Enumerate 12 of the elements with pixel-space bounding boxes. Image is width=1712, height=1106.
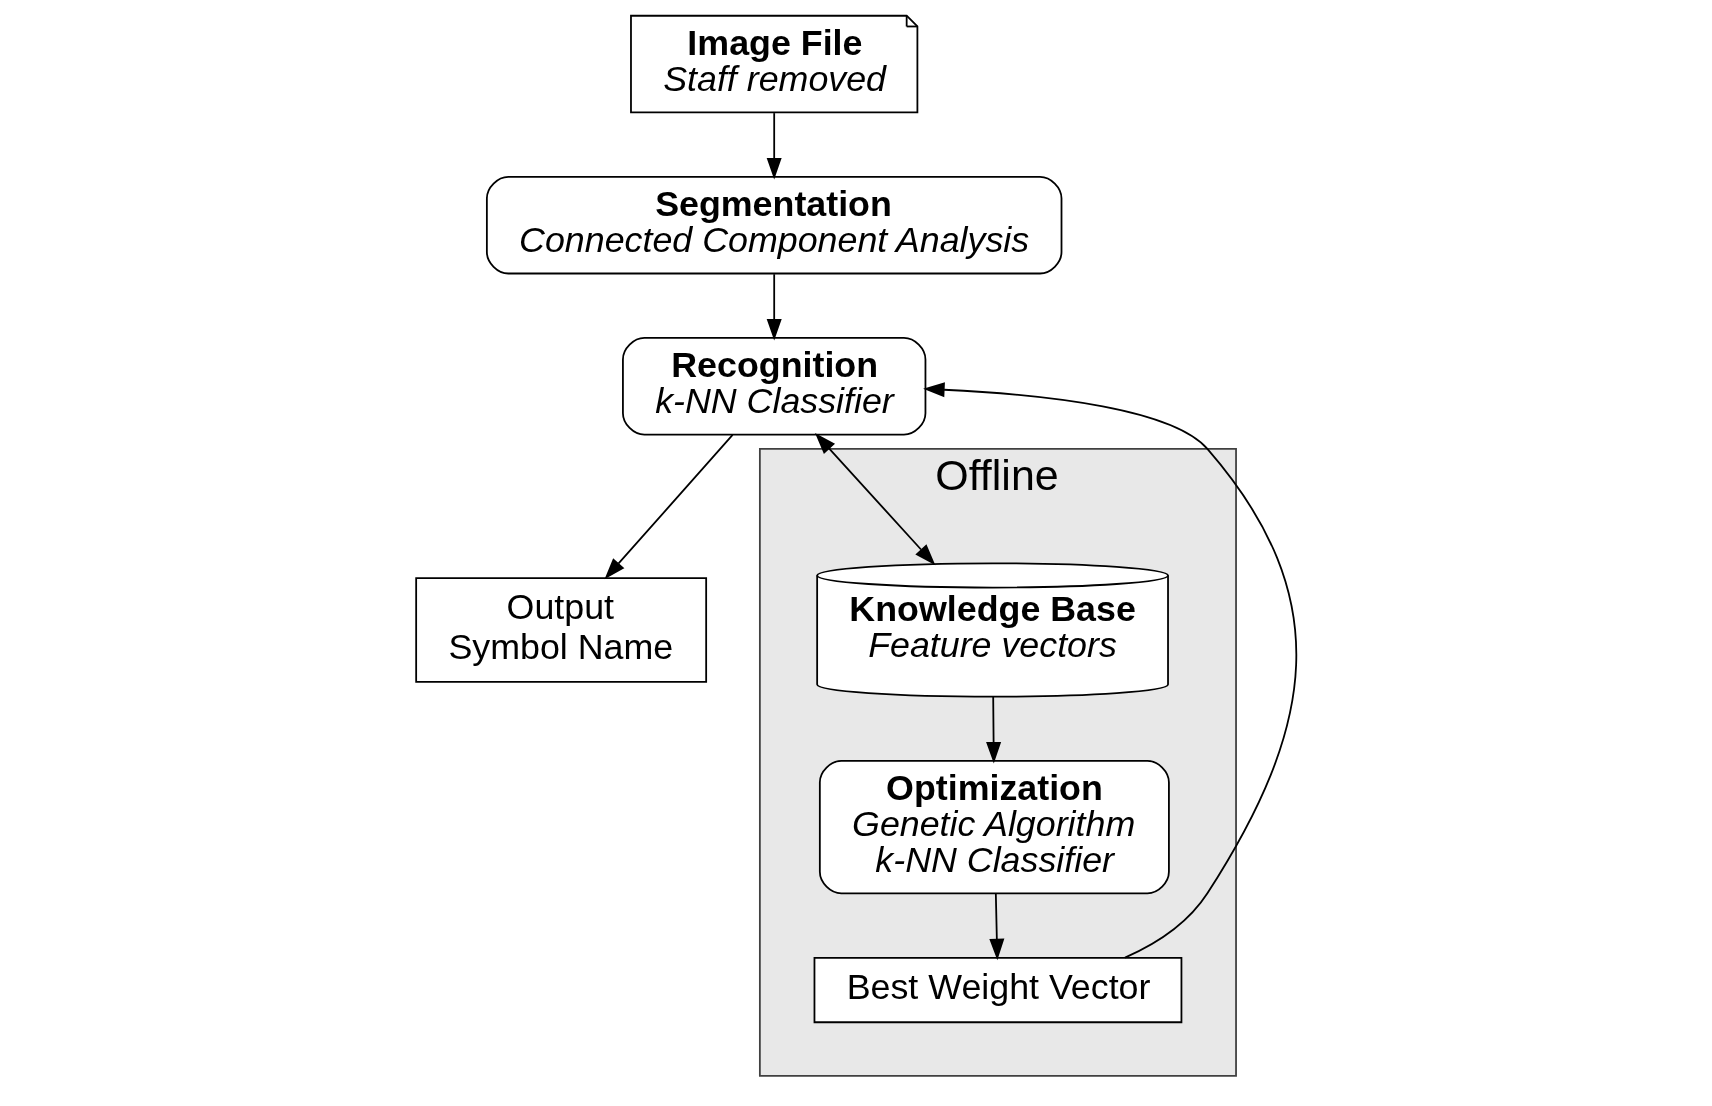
node-box: Recognition k-NN Classifier: [621, 337, 926, 436]
arrow: [985, 695, 1001, 764]
node-box: Output Symbol Name: [414, 577, 707, 683]
arrow: [814, 432, 935, 566]
arrow: [766, 273, 782, 341]
arrow: [922, 382, 1297, 959]
node-box: Segmentation Connected Component Analysis: [485, 175, 1062, 275]
arrow: [604, 434, 733, 580]
arrow: [988, 892, 1004, 961]
node-box: Best Weight Vector: [813, 956, 1182, 1024]
node-box: Optimization Genetic Algorithm k-NN Classifier: [818, 760, 1170, 895]
arrow: [766, 112, 782, 180]
